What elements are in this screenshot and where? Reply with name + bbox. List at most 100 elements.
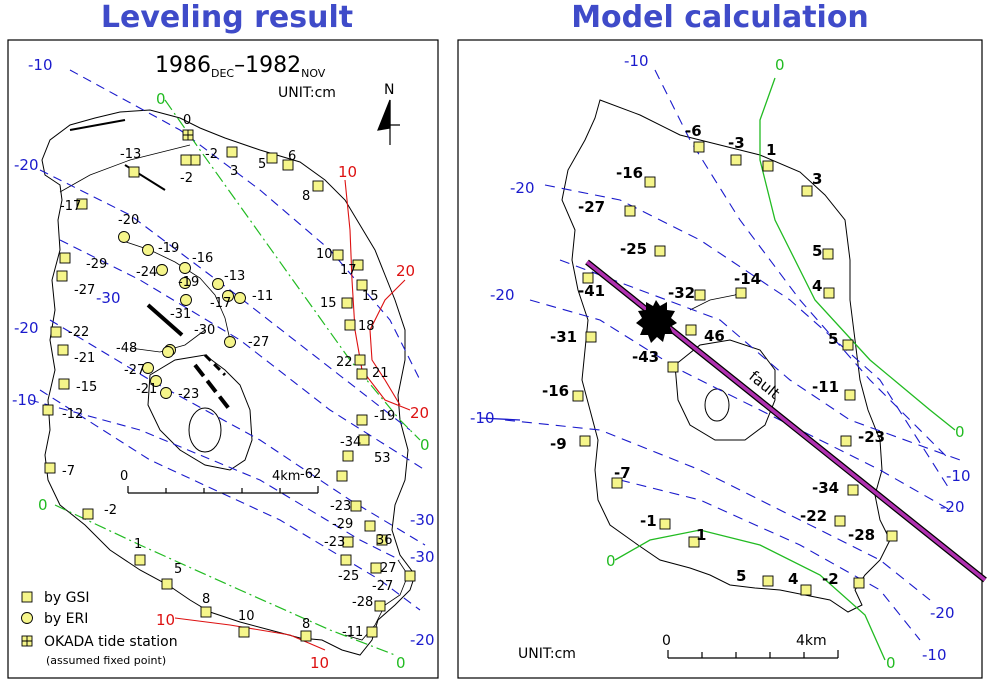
model-value: 1 bbox=[766, 141, 776, 159]
legend-eri-marker bbox=[21, 612, 33, 624]
model-marker bbox=[822, 248, 834, 260]
right-scale-end: 4km bbox=[796, 633, 827, 649]
model-marker bbox=[624, 205, 636, 217]
gsi-marker bbox=[352, 259, 364, 271]
model-marker bbox=[572, 390, 584, 402]
green-contour-label: 0 bbox=[396, 654, 406, 672]
red-contour-label: 10 bbox=[338, 163, 357, 181]
eri-marker bbox=[142, 244, 154, 256]
model-marker bbox=[800, 584, 812, 596]
green-contour-label: 0 bbox=[606, 552, 616, 570]
eri-value: -16 bbox=[192, 251, 213, 266]
gsi-value: -27 bbox=[74, 283, 95, 298]
model-value: -27 bbox=[578, 198, 605, 216]
left-blue-contours bbox=[29, 69, 426, 611]
model-value: -28 bbox=[848, 526, 875, 544]
left-scale-end: 4km bbox=[272, 469, 300, 484]
eri-value: -13 bbox=[224, 269, 245, 284]
model-value: -32 bbox=[668, 284, 695, 302]
blue-contour-label: -30 bbox=[410, 511, 435, 529]
gsi-marker bbox=[358, 434, 370, 446]
right-panel-frame bbox=[457, 39, 983, 679]
model-calculation-title: Model calculation bbox=[571, 0, 869, 35]
blue-contour-label: -20 bbox=[14, 156, 39, 174]
left-fissure-3 bbox=[146, 303, 184, 337]
legend-okada-label: OKADA tide station bbox=[44, 634, 178, 650]
gsi-marker bbox=[161, 578, 173, 590]
model-value: -43 bbox=[632, 348, 659, 366]
model-value: -22 bbox=[800, 507, 827, 525]
model-marker bbox=[853, 577, 865, 589]
eri-value: -20 bbox=[118, 213, 139, 228]
gsi-value: 53 bbox=[374, 451, 391, 466]
right-island-outline bbox=[561, 99, 891, 613]
model-value: 3 bbox=[812, 170, 822, 188]
model-value: -2 bbox=[822, 570, 839, 588]
blue-contour-label: -10 bbox=[12, 391, 37, 409]
gsi-value: 8 bbox=[302, 189, 310, 204]
left-crater bbox=[188, 407, 222, 453]
gsi-marker bbox=[354, 354, 366, 366]
model-value: -16 bbox=[542, 382, 569, 400]
model-marker bbox=[801, 185, 813, 197]
green-contour-label: 0 bbox=[886, 654, 896, 672]
gsi-value: 18 bbox=[358, 319, 375, 334]
gsi-value: 15 bbox=[362, 289, 379, 304]
green-contour-label: 0 bbox=[955, 423, 965, 441]
gsi-value: -2 bbox=[180, 171, 193, 186]
right-unit-label: UNIT:cm bbox=[518, 646, 576, 662]
eri-marker bbox=[118, 231, 130, 243]
gsi-value: 6 bbox=[288, 149, 296, 164]
right-scale-start: 0 bbox=[662, 633, 671, 649]
eri-marker bbox=[150, 375, 162, 387]
legend-eri-label: by ERI bbox=[44, 611, 88, 627]
eri-marker bbox=[212, 278, 224, 290]
gsi-marker bbox=[370, 562, 382, 574]
model-value: -25 bbox=[620, 240, 647, 258]
gsi-value: 5 bbox=[258, 157, 266, 172]
eri-value: -19 bbox=[178, 275, 199, 290]
gsi-value: 8 bbox=[302, 617, 310, 632]
model-value: -3 bbox=[728, 134, 745, 152]
gsi-marker bbox=[300, 630, 312, 642]
gsi-value: -29 bbox=[86, 257, 107, 272]
blue-contour-label: -10 bbox=[624, 52, 649, 70]
gsi-value: -12 bbox=[62, 407, 83, 422]
model-value: -7 bbox=[614, 464, 631, 482]
gsi-marker bbox=[128, 166, 140, 178]
gsi-value: 5 bbox=[174, 562, 182, 577]
model-marker bbox=[693, 141, 705, 153]
model-value: -11 bbox=[812, 378, 839, 396]
eri-value: -19 bbox=[158, 241, 179, 256]
gsi-value: -62 bbox=[300, 467, 321, 482]
model-marker bbox=[582, 272, 594, 284]
red-contour-label: 20 bbox=[410, 404, 429, 422]
model-marker bbox=[735, 287, 747, 299]
right-blue-contours bbox=[504, 69, 961, 641]
gsi-value: 22 bbox=[336, 355, 353, 370]
gsi-value: -13 bbox=[120, 147, 141, 162]
model-marker bbox=[840, 435, 852, 447]
model-marker bbox=[847, 484, 859, 496]
gsi-value: -2 bbox=[104, 503, 117, 518]
model-value: -34 bbox=[812, 479, 839, 497]
gsi-marker bbox=[200, 606, 212, 618]
left-fissure-4 bbox=[203, 353, 227, 377]
gsi-value: -7 bbox=[62, 464, 75, 479]
legend-okada-note: (assumed fixed point) bbox=[46, 654, 166, 667]
gsi-value: -2 bbox=[205, 147, 218, 162]
gsi-marker bbox=[356, 414, 368, 426]
eri-value: -30 bbox=[194, 323, 215, 338]
blue-contour-label: -20 bbox=[930, 604, 955, 622]
model-marker bbox=[688, 536, 700, 548]
gsi-marker bbox=[374, 600, 386, 612]
model-marker bbox=[823, 287, 835, 299]
eri-marker bbox=[180, 294, 192, 306]
model-value: 4 bbox=[788, 570, 798, 588]
eri-value: -31 bbox=[170, 307, 191, 322]
eri-marker bbox=[222, 290, 234, 302]
blue-contour-label: -30 bbox=[96, 289, 121, 307]
